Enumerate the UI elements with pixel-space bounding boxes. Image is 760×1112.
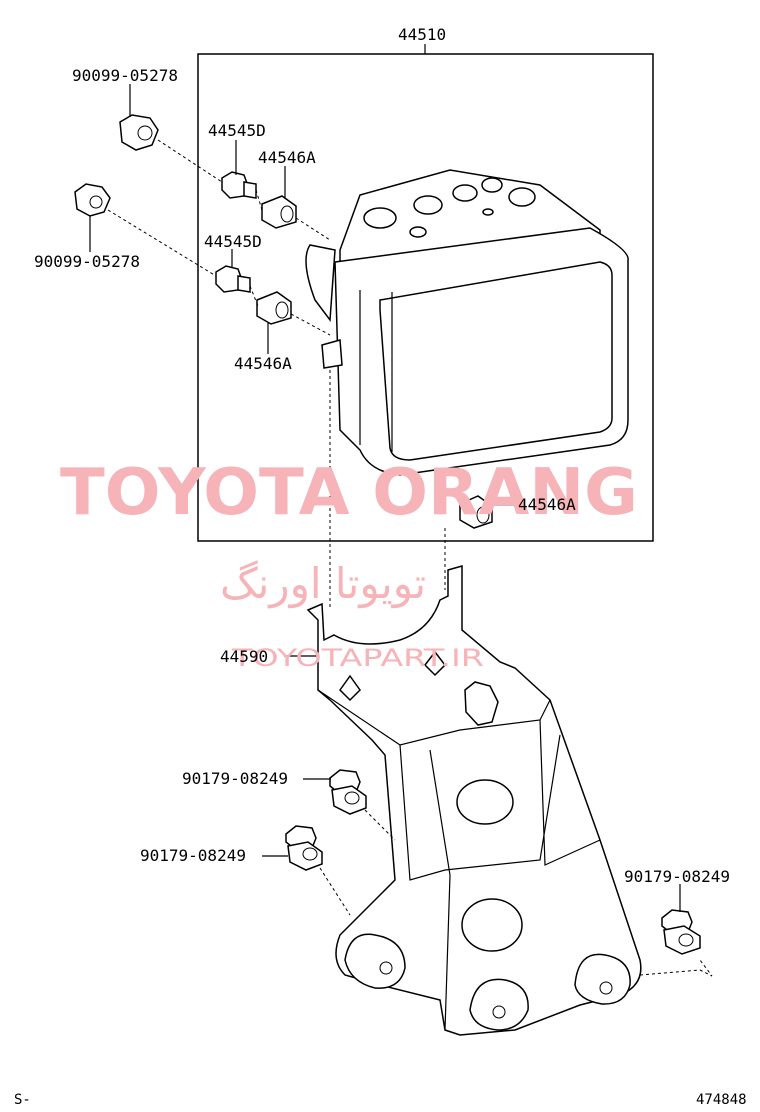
- watermark-primary: TOYOTA ORANG: [60, 456, 638, 530]
- label-cushion-bottom: 44546A: [518, 495, 576, 514]
- bracket-bolt-1-illustration: [329, 769, 367, 815]
- label-cushion-lower: 44546A: [234, 354, 292, 373]
- label-bracket-bolt-3: 90179-08249: [624, 867, 730, 886]
- cushion-lower-illustration: [256, 291, 292, 325]
- illustration-number: 474848: [696, 1092, 747, 1108]
- label-actuator-assembly: 44510: [398, 25, 446, 44]
- watermark-site: TOYOTAPART.IR: [231, 644, 484, 672]
- abs-actuator-illustration: [305, 169, 629, 476]
- label-bolt-upper: 90099-05278: [72, 66, 178, 85]
- bracket-bolt-3-illustration: [661, 909, 701, 955]
- bolt-upper-illustration: [119, 114, 159, 151]
- label-bracket-bolt-2: 90179-08249: [140, 846, 246, 865]
- bracket-bolt-2-illustration: [285, 825, 323, 871]
- label-stud-lower: 44545D: [204, 232, 262, 251]
- cushion-bottom-illustration: [459, 495, 493, 529]
- stud-upper-illustration: [221, 171, 257, 199]
- stud-lower-illustration: [215, 265, 251, 293]
- cushion-upper-illustration: [261, 195, 297, 229]
- label-bolt-lower: 90099-05278: [34, 252, 140, 271]
- label-bracket: 44590: [220, 647, 268, 666]
- footer-left-code: S-: [14, 1092, 31, 1108]
- label-stud-upper: 44545D: [208, 121, 266, 140]
- label-cushion-upper: 44546A: [258, 148, 316, 167]
- watermark-persian: تویوتا اورنگ: [220, 559, 426, 608]
- label-bracket-bolt-1: 90179-08249: [182, 769, 288, 788]
- bracket-illustration: [306, 565, 642, 1036]
- bolt-lower-illustration: [74, 183, 111, 217]
